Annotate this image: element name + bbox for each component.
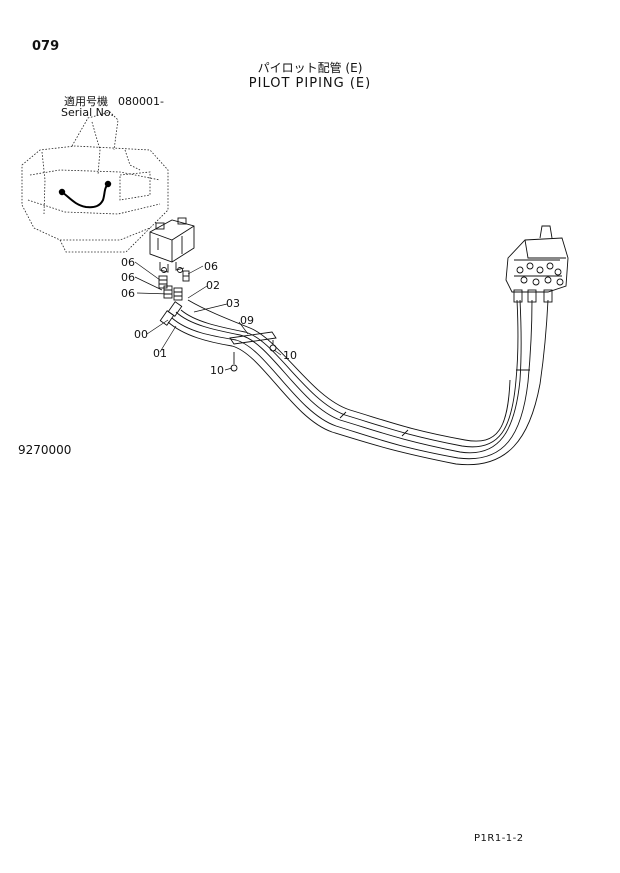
fittings-06 [158,270,190,301]
serial-number-value: 080001- [118,95,164,108]
control-valve-block [505,225,569,293]
pilot-hoses [167,299,549,466]
pilot-valve-block [149,217,195,273]
part-label-02: 02 [206,279,220,292]
part-label-09: 09 [240,314,254,327]
part-label-06: 06 [121,287,135,300]
highlighted-piping-on-machine [58,180,112,209]
serial-label-english: Serial No. [61,106,114,119]
serial-label-japanese: 適用号機 [64,95,108,108]
part-label-01: 01 [153,347,167,360]
title-english: PILOT PIPING (E) [248,76,372,91]
page-number: 079 [32,39,60,54]
part-label-00: 00 [134,328,148,341]
leader-lines [134,261,282,371]
part-label-06: 06 [121,256,135,269]
part-label-06: 06 [204,260,218,273]
part-label-10: 10 [210,364,224,377]
part-label-03: 03 [226,297,240,310]
figure-code: 9270000 [18,443,72,457]
sheet-code: P1R1-1-2 [474,833,524,844]
hose-end-fittings [159,289,553,437]
part-label-10: 10 [283,349,297,362]
part-label-06: 06 [121,271,135,284]
machine-overview-sketch [21,111,169,253]
title-japanese: パイロット配管 (E) [257,61,363,75]
